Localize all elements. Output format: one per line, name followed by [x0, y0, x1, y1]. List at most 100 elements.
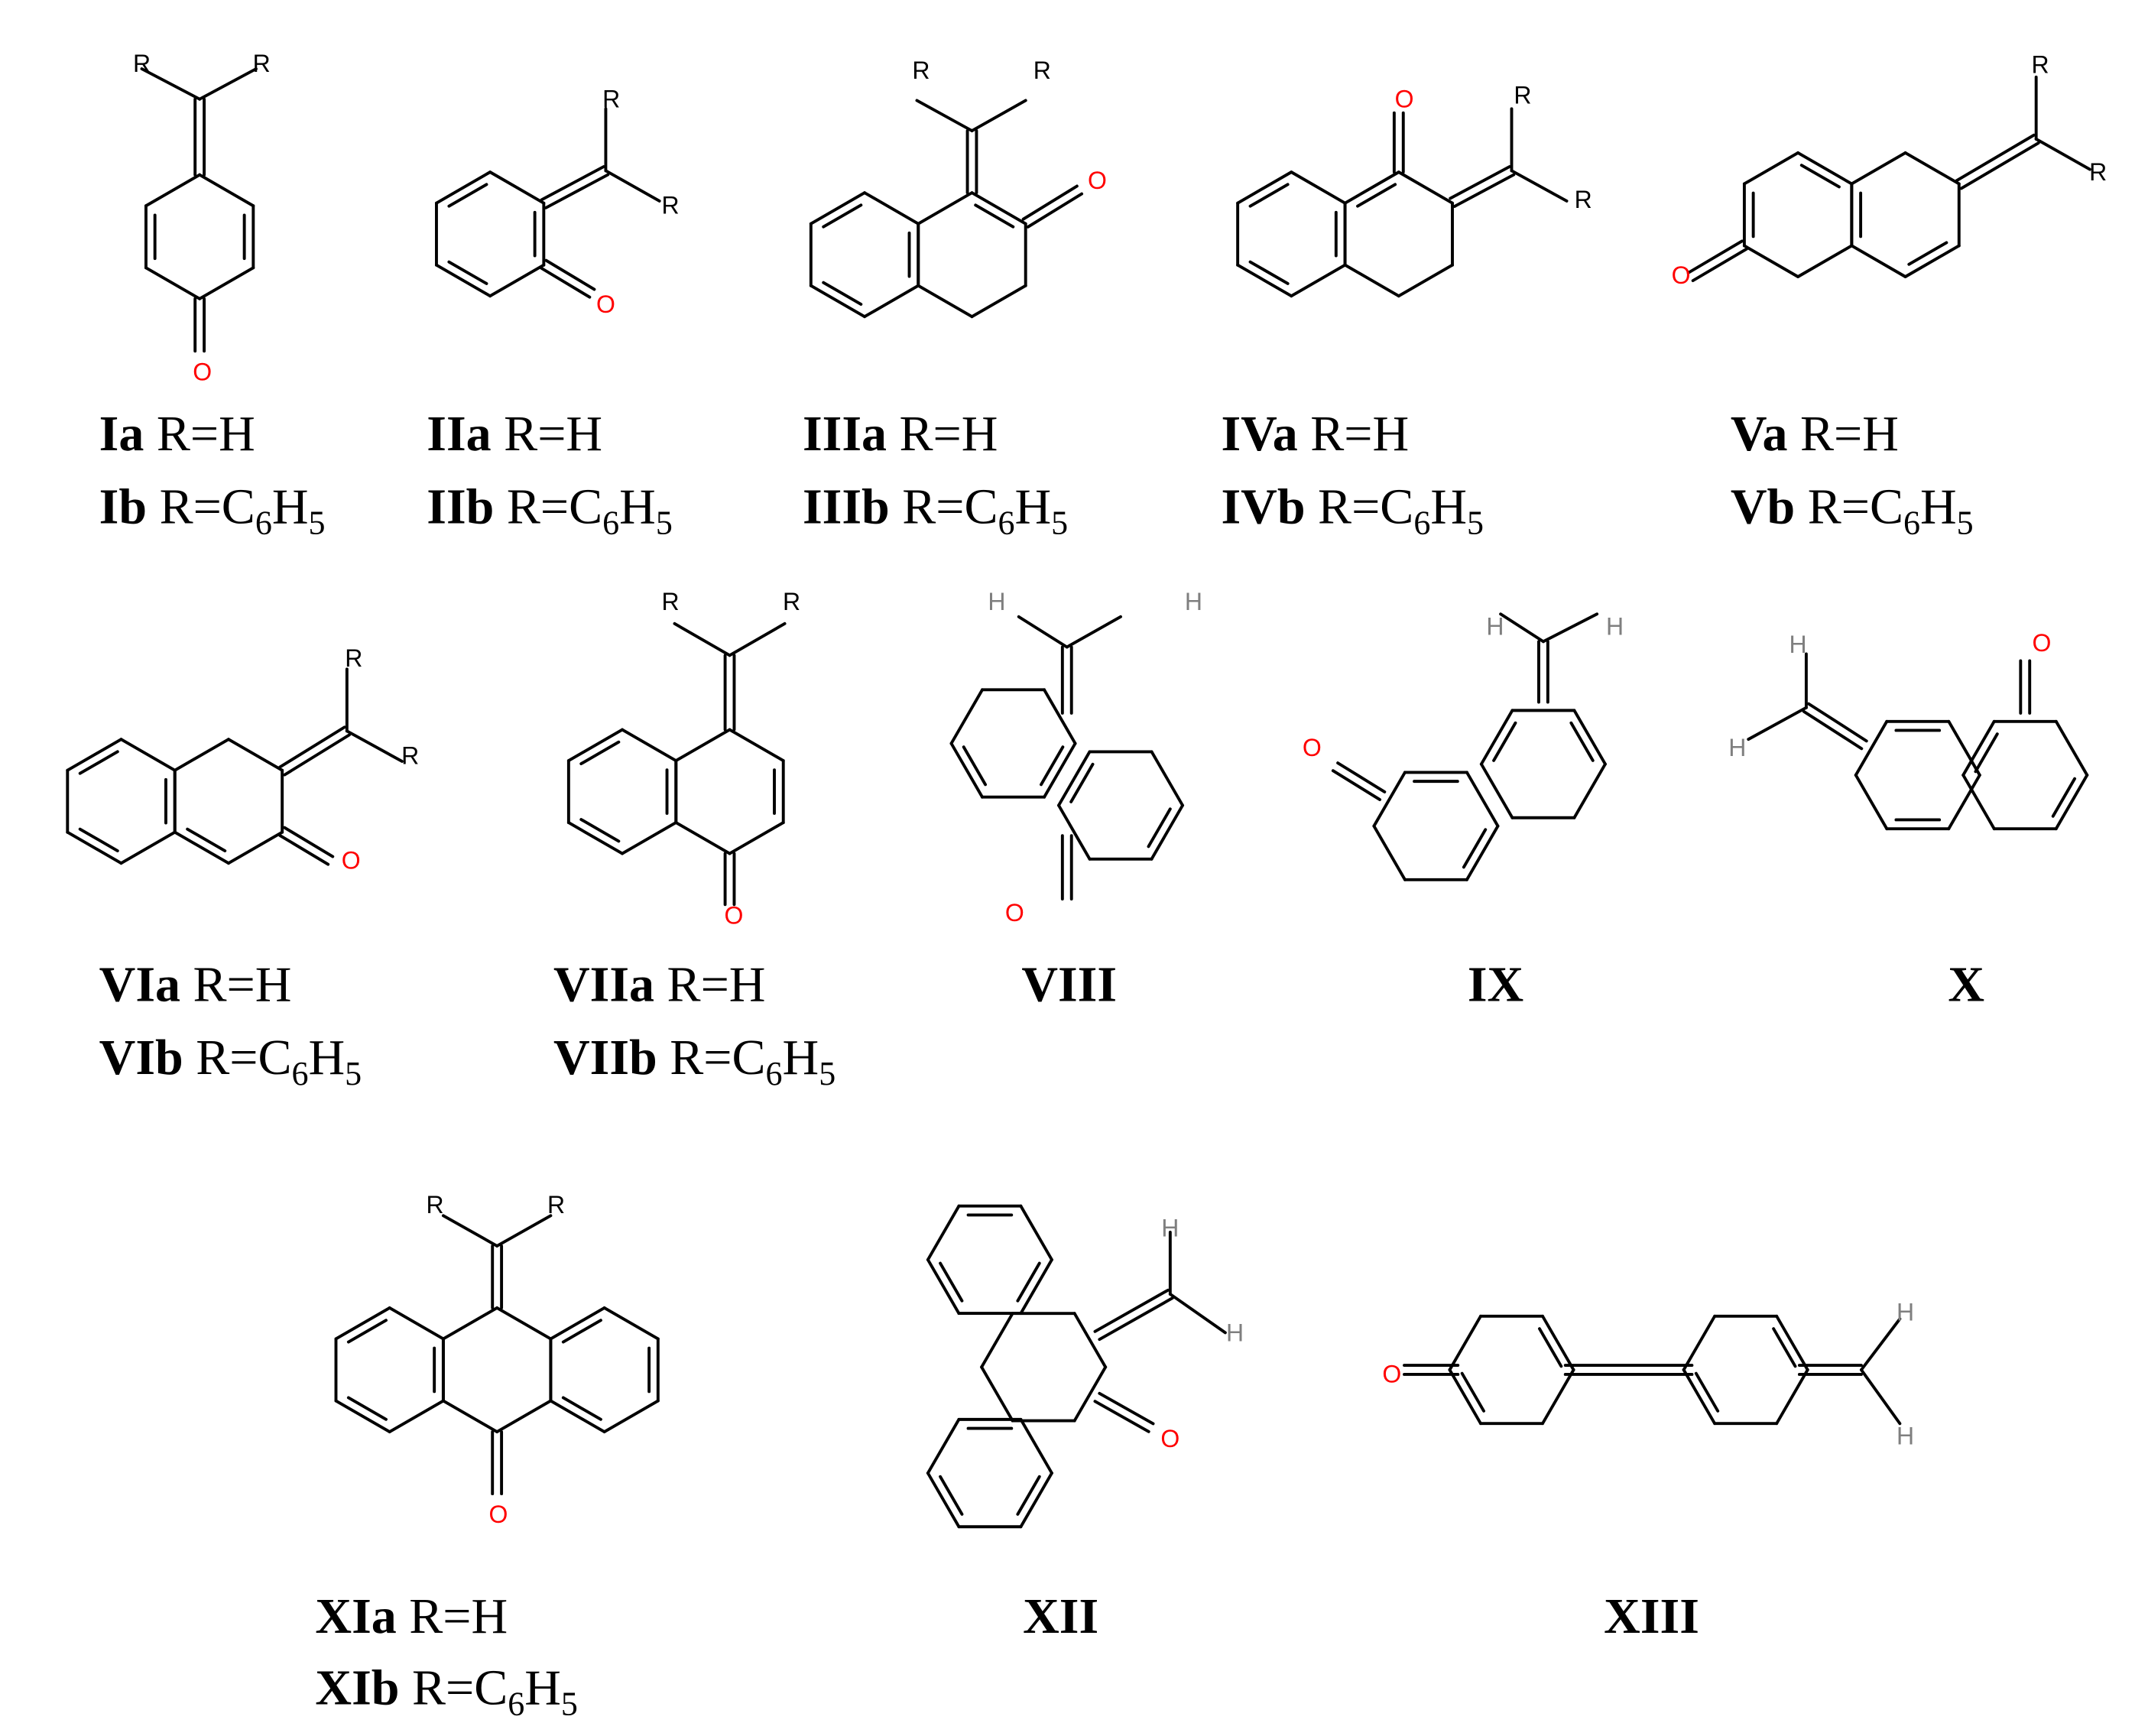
- atom-ii-r-0: R: [602, 86, 620, 113]
- bond-v-ext0: [1955, 133, 2036, 183]
- compound-id: XIII: [1604, 1588, 1699, 1644]
- atom-iii-o-2: O: [1088, 167, 1107, 194]
- bond-iv-ring1-0: [1397, 263, 1454, 298]
- bond-iii-ring0-3: [809, 191, 866, 226]
- bond-iii-ring0-1-inner: [822, 281, 863, 306]
- bond-xi-ring0-4: [388, 1306, 445, 1341]
- compound-label-xii-0: XII: [1023, 1588, 1098, 1644]
- bond-iii-ext1: [915, 99, 974, 133]
- bond-xiii-ext3: [1860, 1368, 1902, 1426]
- bond-i-ext2: [198, 67, 258, 101]
- bond-xi-ext1: [441, 1214, 499, 1248]
- bond-iv-ring0-1-inner: [1248, 260, 1290, 285]
- bond-xii-ring2-3: [980, 1312, 1014, 1369]
- bond-v-ring0-3: [1742, 151, 1800, 186]
- substituent-text: R=H: [1298, 406, 1409, 462]
- bond-xiii-ring1-2: [1682, 1368, 1717, 1426]
- bond-ix-ring0-5: [1465, 771, 1500, 828]
- substituent-text: R=H: [144, 406, 255, 462]
- bond-xi-ring1-0: [495, 1399, 553, 1433]
- bond-iv-ring1-3-inner: [1356, 183, 1397, 208]
- substituent-text: R=H: [492, 406, 602, 462]
- atom-x-o-2: O: [2032, 629, 2051, 657]
- compound-id: VIIb: [553, 1030, 657, 1085]
- bond-ix-ext2: [1541, 612, 1599, 644]
- compound-label-iii-0: IIIa R=H: [803, 406, 998, 462]
- formula-element: H: [1015, 479, 1052, 534]
- compound-id: Vb: [1731, 479, 1795, 534]
- bond-xii-ring2-2: [980, 1365, 1014, 1423]
- bond-xiii-ring1-5-inner: [1772, 1327, 1797, 1368]
- bond-xi-ring0-1-inner: [346, 1396, 388, 1421]
- subscript: 5: [345, 1055, 362, 1092]
- bond-v-ring0-4: [1796, 151, 1854, 186]
- atom-xiii-h-1: H: [1897, 1422, 1914, 1449]
- atom-i-o-2: O: [193, 358, 212, 385]
- compound-label-xi-1: XIb R=C6H5: [315, 1660, 577, 1723]
- atom-iv-r-2: R: [1575, 186, 1592, 213]
- bond-iii-ext2: [970, 99, 1027, 133]
- bond-x-ring1-0-inner: [2051, 777, 2077, 818]
- compound-label-iv-0: IVa R=H: [1221, 406, 1409, 462]
- bond-xi-ring2-3-inner: [561, 1319, 602, 1344]
- bond-xiii-ring1-0: [1775, 1368, 1809, 1426]
- bond-viii-ring0-0-inner: [1040, 745, 1065, 787]
- formula-element: H: [619, 479, 656, 534]
- bonds-layer: [66, 67, 2091, 1529]
- atom-xi-r-0: R: [427, 1191, 444, 1218]
- substituent-text: R=C: [399, 1660, 508, 1716]
- bond-vii-ring0-1-inner: [579, 818, 621, 843]
- subscript: 6: [998, 504, 1015, 541]
- atom-xii-h-1: H: [1226, 1319, 1244, 1346]
- bond-xii-ring1-2-inner: [939, 1475, 964, 1516]
- bond-xii-ring1-0-inner: [1016, 1475, 1041, 1516]
- compound-label-iv-1: IVb R=C6H5: [1221, 479, 1484, 541]
- bond-xi-ring1-1: [442, 1399, 499, 1433]
- bond-ix-ring0-2: [1372, 824, 1407, 881]
- atom-iii-r-0: R: [912, 57, 930, 84]
- atom-ix-h-1: H: [1606, 612, 1624, 640]
- bond-ii-ring0-5: [488, 170, 546, 205]
- bond-vii-ring1-3: [674, 728, 732, 763]
- compound-id: Va: [1731, 406, 1788, 462]
- bond-viii-ring0-3: [949, 688, 984, 745]
- bond-i-ring0-0: [198, 173, 255, 208]
- bond-xi-ring2-4: [602, 1306, 660, 1341]
- bond-viii-ring0-2: [949, 741, 984, 799]
- subscript: 5: [1957, 504, 1974, 541]
- atom-i-r-1: R: [253, 50, 271, 77]
- compound-label-vii-0: VIIa R=H: [553, 956, 765, 1012]
- bond-xiii-ring0-5-inner: [1538, 1327, 1563, 1368]
- compound-id: IIa: [427, 406, 491, 462]
- bond-vii-ext1: [673, 621, 732, 657]
- bond-xii-ring2-5: [1072, 1312, 1108, 1369]
- bond-xiii-ext2: [1860, 1317, 1902, 1371]
- atom-xii-h-0: H: [1161, 1214, 1179, 1241]
- bond-vii-ring0-4: [621, 728, 678, 763]
- substituent-text: R=C: [147, 479, 255, 534]
- atom-viii-o-2: O: [1005, 899, 1024, 926]
- bond-xii-ring0-5: [1019, 1204, 1053, 1261]
- subscript: 5: [1467, 504, 1484, 541]
- bond-v-ring1-3: [1850, 151, 1907, 186]
- atom-vii-r-1: R: [783, 588, 800, 615]
- bond-ix-ring1-0: [1572, 762, 1607, 819]
- bond-vi-ext0: [278, 725, 346, 769]
- bond-xiii-ring1-2-inner: [1694, 1371, 1720, 1413]
- compound-label-i-1: Ib R=C6H5: [99, 479, 326, 541]
- bond-x-ring1-5: [2054, 719, 2089, 777]
- bond-xii-ring0-2-inner: [939, 1261, 964, 1303]
- atom-i-r-0: R: [133, 50, 151, 77]
- compound-id: Ia: [99, 406, 144, 462]
- bond-ix-ring0-0-inner: [1462, 828, 1488, 869]
- bond-iv-ext1: [1452, 173, 1516, 208]
- bond-xii-ext0: [1098, 1296, 1174, 1342]
- bond-iv-ring1-1: [1343, 263, 1400, 298]
- compound-label-vi-1: VIb R=C6H5: [99, 1030, 362, 1092]
- bond-xiii-ring1-5: [1775, 1314, 1809, 1371]
- substituent-text: R=H: [887, 406, 998, 462]
- bond-vii-ring1-4: [728, 728, 785, 763]
- bond-ii-ext0: [544, 173, 610, 209]
